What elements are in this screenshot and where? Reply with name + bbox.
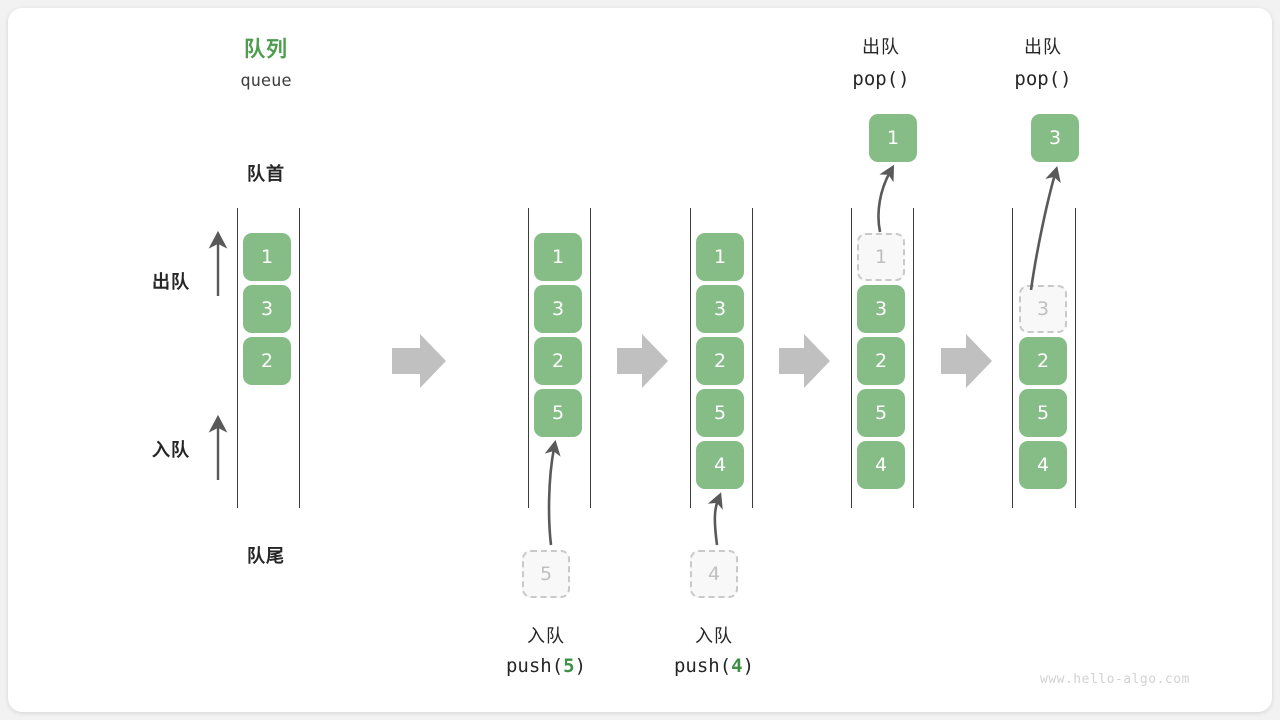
queue-cell: 1 (243, 233, 291, 281)
queue-cell: 4 (1019, 441, 1067, 489)
enqueue-side-label: 入队 (152, 440, 190, 461)
queue-cell-removed: 1 (857, 233, 905, 281)
queue-cell: 2 (243, 337, 291, 385)
queue-rail-right-stage3 (752, 208, 753, 508)
diagram-title-en: queue (240, 71, 292, 91)
code-prefix: push( (673, 655, 732, 677)
queue-cell: 3 (534, 285, 582, 333)
queue-front-label: 队首 (247, 164, 285, 185)
dequeue-side-label: 出队 (152, 272, 190, 293)
queue-cell: 5 (1019, 389, 1067, 437)
code-arg: 4 (731, 655, 743, 677)
queue-cell-removed: 3 (1019, 285, 1067, 333)
queue-cell: 3 (696, 285, 744, 333)
incoming-ghost-cell: 4 (690, 550, 738, 598)
operation-label-code-stage5: pop() (983, 68, 1103, 90)
operation-label-code-stage2: push(5) (476, 655, 616, 677)
queue-cell: 2 (857, 337, 905, 385)
diagram-title-cn: 队列 (244, 37, 288, 61)
operation-label-cn-stage4: 出队 (862, 37, 900, 58)
queue-cell: 5 (696, 389, 744, 437)
queue-cell: 4 (857, 441, 905, 489)
queue-cell: 3 (243, 285, 291, 333)
operation-label-cn-stage2: 入队 (527, 626, 565, 647)
queue-rail-right-stage5 (1075, 208, 1076, 508)
queue-cell: 5 (857, 389, 905, 437)
queue-cell: 2 (1019, 337, 1067, 385)
queue-cell-new: 4 (696, 441, 744, 489)
diagram-card (8, 8, 1272, 712)
queue-rail-left-stage2 (528, 208, 529, 508)
queue-cell: 1 (534, 233, 582, 281)
popped-cell: 3 (1031, 114, 1079, 162)
queue-cell-new: 5 (534, 389, 582, 437)
code-prefix: push( (505, 655, 564, 677)
incoming-ghost-cell: 5 (522, 550, 570, 598)
queue-rail-right-stage2 (590, 208, 591, 508)
code-arg: 5 (563, 655, 575, 677)
code-suffix: ) (898, 68, 910, 90)
queue-rail-left-stage1 (237, 208, 238, 508)
queue-cell: 2 (696, 337, 744, 385)
queue-rail-left-stage3 (690, 208, 691, 508)
queue-rail-left-stage4 (851, 208, 852, 508)
queue-rail-right-stage1 (299, 208, 300, 508)
code-suffix: ) (574, 655, 587, 677)
code-prefix: pop( (1014, 68, 1061, 90)
operation-label-cn-stage5: 出队 (1024, 37, 1062, 58)
code-prefix: pop( (852, 68, 899, 90)
queue-cell: 3 (857, 285, 905, 333)
queue-rail-right-stage4 (913, 208, 914, 508)
code-suffix: ) (1060, 68, 1072, 90)
code-suffix: ) (742, 655, 755, 677)
queue-cell: 2 (534, 337, 582, 385)
operation-label-code-stage3: push(4) (644, 655, 784, 677)
operation-label-code-stage4: pop() (821, 68, 941, 90)
queue-rear-label: 队尾 (247, 546, 285, 567)
popped-cell: 1 (869, 114, 917, 162)
watermark: www.hello-algo.com (1040, 672, 1190, 687)
queue-cell: 1 (696, 233, 744, 281)
operation-label-cn-stage3: 入队 (695, 626, 733, 647)
queue-rail-left-stage5 (1012, 208, 1013, 508)
